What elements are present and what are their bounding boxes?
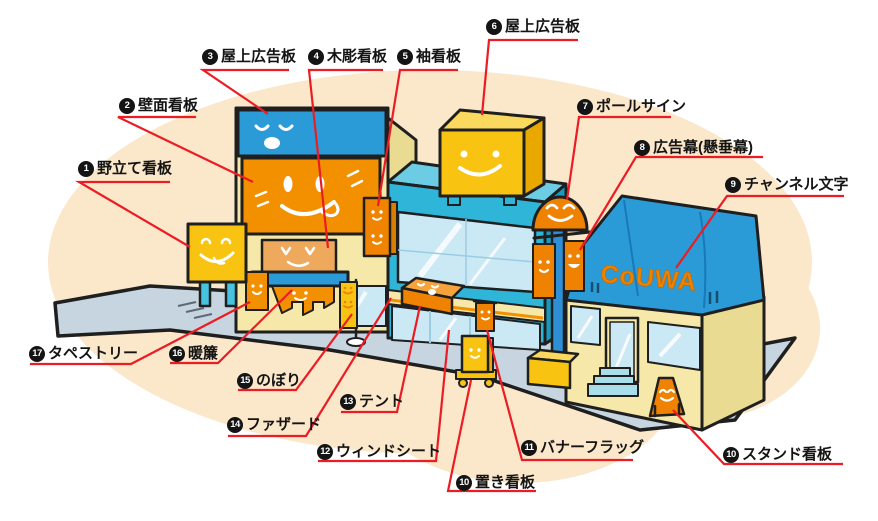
leader-line [376, 68, 458, 207]
rooftop-sign-left [236, 108, 388, 158]
leader-line [485, 329, 633, 462]
leader-line [74, 180, 191, 248]
right-window-large [647, 321, 701, 371]
right-building: CoUWA [564, 194, 766, 432]
leader-line [565, 115, 671, 201]
leader-line [446, 379, 536, 493]
field-sign [186, 222, 248, 308]
pole-sign-base [526, 348, 580, 390]
tent-awning [400, 276, 466, 316]
hanging-banner-left [532, 243, 556, 299]
leader-line [170, 289, 293, 365]
entrance-steps [587, 367, 639, 397]
placed-sign [455, 334, 497, 388]
banner-flag [472, 299, 498, 332]
leader-line [341, 305, 422, 414]
leader-line [307, 68, 383, 249]
sidewalk-hatch [177, 301, 213, 319]
tapestry [245, 271, 269, 311]
leader-line [228, 297, 392, 438]
pole-sign-dome [531, 195, 589, 232]
leader-line [672, 409, 843, 466]
leader-line [675, 194, 844, 269]
stand-sign [648, 376, 686, 418]
leader-line [480, 38, 578, 116]
leader-line [30, 301, 251, 366]
window-sheet-window [396, 210, 537, 294]
leader-line [117, 115, 254, 183]
nobori-flag [339, 278, 366, 347]
leader-line [238, 313, 353, 392]
hanging-banner [563, 240, 585, 292]
leader-line [199, 68, 289, 115]
leader-line [318, 329, 451, 463]
pole-sign [526, 195, 592, 390]
leader-line [579, 155, 763, 251]
sleeve-sign [362, 196, 398, 258]
rooftop-sign-cube [438, 108, 546, 206]
